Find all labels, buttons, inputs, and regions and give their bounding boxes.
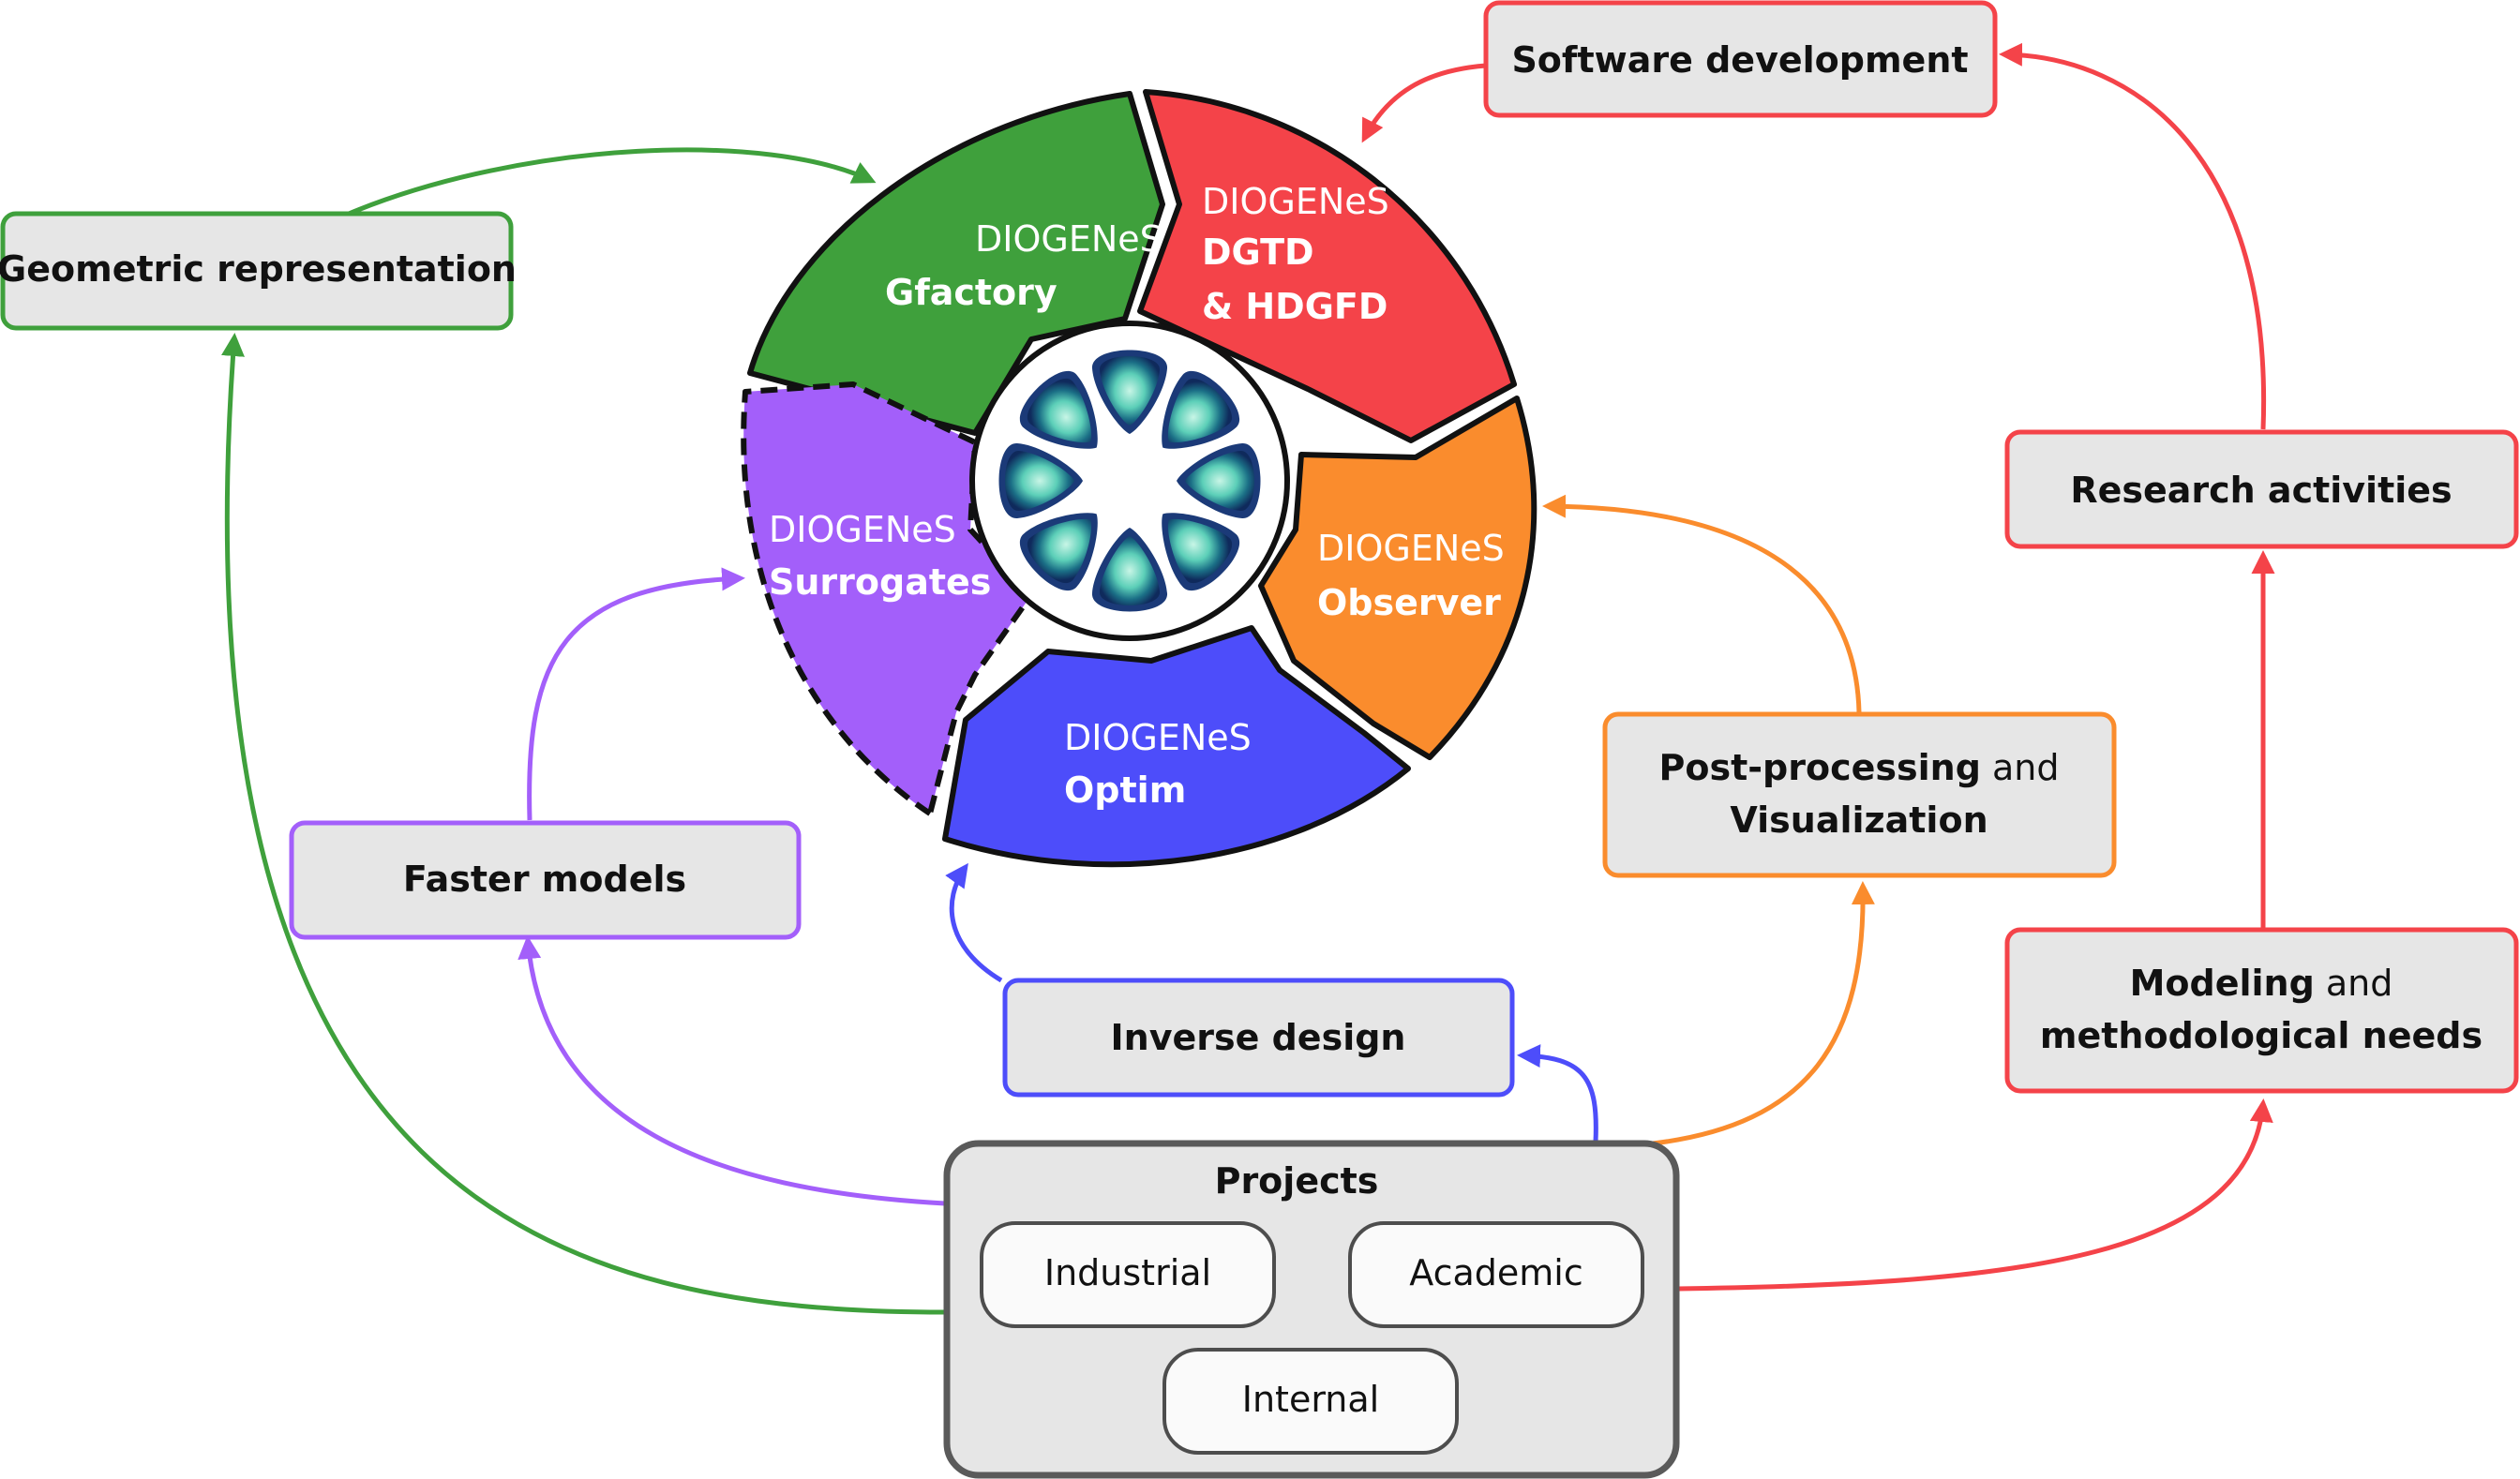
arrow-geometric-to-gfactory (348, 147, 877, 217)
dgtd-brand: DIOGENeS (1202, 181, 1389, 222)
diogenes-wheel: DIOGENeS Gfactory DIOGENeS DGTD & HDGFD … (741, 89, 1538, 868)
surrogates-name: Surrogates (769, 561, 991, 603)
segment-gfactory[interactable] (747, 91, 1165, 436)
arrow-projects-to-inverse (1517, 1044, 1598, 1143)
inverse-label: Inverse design (1111, 1017, 1406, 1058)
faster-label: Faster models (403, 859, 686, 900)
projects-title: Projects (1215, 1160, 1379, 1202)
flower-petal (998, 442, 1083, 519)
observer-brand: DIOGENeS (1317, 528, 1505, 569)
postproc-bold2: Visualization (1730, 799, 1988, 841)
flower-petal (1020, 371, 1098, 449)
flower-petal (1162, 513, 1239, 590)
industrial-label: Industrial (1044, 1252, 1211, 1293)
modeling-plain1: and (2315, 963, 2393, 1004)
postproc-bold1: Post-processing (1659, 747, 1981, 788)
internal-label: Internal (1242, 1379, 1379, 1420)
segment-surrogates[interactable] (741, 381, 1034, 816)
observer-name: Observer (1317, 582, 1501, 623)
segment-optim[interactable] (942, 625, 1411, 868)
flower-petal (1091, 350, 1168, 434)
flower-logo-icon (998, 350, 1261, 612)
arrow-projects-to-postproc (1652, 881, 1875, 1146)
flower-petal (1177, 442, 1261, 519)
modeling-line1: Modeling and (2130, 963, 2393, 1004)
arrow-software-to-dgtd (1361, 63, 1487, 143)
project-academic[interactable]: Academic (1348, 1221, 1644, 1328)
box-geometric[interactable]: Geometric representation (0, 211, 517, 331)
optim-name: Optim (1064, 769, 1186, 811)
flower-petal (1162, 371, 1239, 449)
box-faster[interactable]: Faster models (289, 820, 802, 940)
modeling-bold2: methodological needs (2040, 1015, 2482, 1056)
gfactory-name: Gfactory (885, 272, 1058, 313)
geometric-label: Geometric representation (0, 248, 517, 290)
project-internal[interactable]: Internal (1162, 1348, 1459, 1455)
segment-observer[interactable] (1258, 396, 1538, 760)
box-projects: Projects Industrial Academic Internal (943, 1140, 1680, 1479)
box-modeling[interactable]: Modeling and methodological needs (2004, 927, 2519, 1094)
arrow-projects-to-faster (518, 935, 946, 1206)
postproc-line1: Post-processing and (1659, 747, 2060, 788)
box-research[interactable]: Research activities (2004, 429, 2519, 549)
research-label: Research activities (2070, 470, 2452, 511)
segment-dgtd[interactable] (1137, 89, 1517, 443)
arrow-research-to-software (1999, 42, 2267, 430)
arrow-inverse-to-optim (945, 862, 1003, 983)
arrow-faster-to-surrogates (527, 567, 745, 821)
arrow-postproc-to-observer (1542, 494, 1862, 713)
surrogates-brand: DIOGENeS (769, 509, 956, 550)
arrow-projects-to-modeling (1677, 1098, 2273, 1292)
optim-brand: DIOGENeS (1064, 717, 1252, 758)
flower-petal (1091, 528, 1168, 612)
flower-petal (1020, 513, 1098, 590)
modeling-bold1: Modeling (2130, 963, 2315, 1004)
postproc-plain1: and (1981, 747, 2060, 788)
dgtd-name: DGTD (1202, 232, 1314, 273)
academic-label: Academic (1409, 1252, 1582, 1293)
project-industrial[interactable]: Industrial (980, 1221, 1276, 1328)
box-inverse[interactable]: Inverse design (1002, 978, 1515, 1098)
software-label: Software development (1511, 39, 1968, 81)
box-software[interactable]: Software development (1483, 0, 1998, 118)
arrow-projects-to-geometric (221, 333, 946, 1315)
gfactory-brand: DIOGENeS (975, 218, 1162, 260)
box-postproc[interactable]: Post-processing and Visualization (1602, 711, 2117, 878)
dgtd-name-2: & HDGFD (1202, 286, 1388, 327)
